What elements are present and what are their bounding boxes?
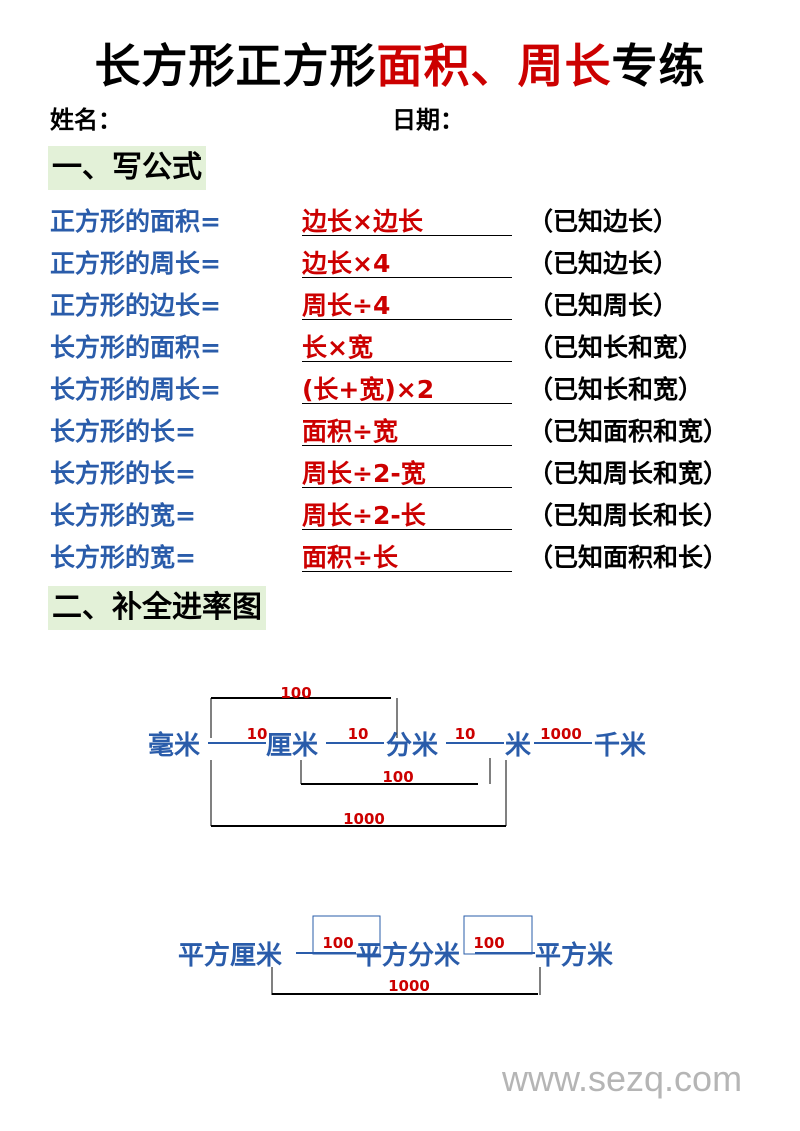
formula-note: （已知长和宽） — [528, 333, 704, 362]
formula-answer: 边长×4 — [302, 244, 512, 278]
formula-row: 长方形的周长= (长+宽)×2 （已知长和宽） — [50, 370, 770, 410]
rate-cm-dm: 10 — [348, 725, 369, 743]
formula-question: 正方形的面积= — [50, 207, 221, 236]
unit-mm: 毫米 — [148, 730, 200, 761]
formula-question: 长方形的长= — [50, 459, 196, 488]
formula-note: （已知边长） — [528, 249, 679, 278]
formula-question: 正方形的边长= — [50, 291, 221, 320]
formula-answer: 长×宽 — [302, 328, 512, 362]
formula-answer: 面积÷宽 — [302, 412, 512, 446]
formula-question: 长方形的长= — [50, 417, 196, 446]
section1-title: 一、写公式 — [48, 146, 206, 190]
formula-question: 长方形的宽= — [50, 501, 196, 530]
unit-sq-dm: 平方分米 — [356, 940, 460, 971]
formula-row: 正方形的周长= 边长×4 （已知边长） — [50, 244, 770, 284]
formula-note: （已知周长） — [528, 291, 679, 320]
unit-sq-cm: 平方厘米 — [178, 940, 282, 971]
formula-row: 正方形的面积= 边长×边长 （已知边长） — [50, 202, 770, 242]
span-mid-label: 100 — [382, 768, 413, 786]
name-label: 姓名： — [50, 106, 122, 134]
formula-answer: 周长÷4 — [302, 286, 512, 320]
formula-row: 长方形的面积= 长×宽 （已知长和宽） — [50, 328, 770, 368]
rate-dm-m: 10 — [455, 725, 476, 743]
rate-mm-cm: 10 — [247, 725, 268, 743]
unit-cm: 厘米 — [266, 731, 318, 761]
formula-row: 长方形的宽= 周长÷2-长 （已知周长和长） — [50, 496, 770, 536]
rate-sqcm-sqdm: 100 — [322, 934, 353, 952]
unit-dm: 分米 — [386, 731, 438, 761]
formula-note: （已知周长和长） — [528, 501, 729, 530]
area-rate-chart: 平方厘米 平方分米 平方米 100 100 1000 — [178, 915, 613, 995]
formula-question: 长方形的面积= — [50, 333, 221, 362]
formula-row: 长方形的长= 面积÷宽 （已知面积和宽） — [50, 412, 770, 452]
rate-sqdm-sqm: 100 — [473, 934, 504, 952]
formula-note: （已知边长） — [528, 207, 679, 236]
area-span-label: 1000 — [388, 977, 430, 995]
formula-note: （已知长和宽） — [528, 375, 704, 404]
span-bottom-label: 1000 — [343, 810, 385, 828]
formula-row: 长方形的长= 周长÷2-宽 （已知周长和宽） — [50, 454, 770, 494]
unit-m: 米 — [505, 731, 531, 761]
formula-question: 正方形的周长= — [50, 249, 221, 278]
section2-title: 二、补全进率图 — [48, 586, 266, 630]
length-rate-chart: 100 毫米 厘米 分米 米 千米 10 10 10 1000 100 1000 — [148, 684, 646, 828]
rate-m-km: 1000 — [540, 725, 582, 743]
date-label: 日期： — [392, 106, 464, 134]
watermark: www.sezq.com — [502, 1058, 743, 1099]
title-part1: 长方形正方形 — [94, 39, 377, 93]
formula-row: 长方形的宽= 面积÷长 （已知面积和长） — [50, 538, 770, 578]
formula-note: （已知周长和宽） — [528, 459, 729, 488]
unit-sq-m: 平方米 — [535, 940, 613, 971]
formula-answer: (长+宽)×2 — [302, 370, 512, 404]
title-part3: 专练 — [611, 39, 706, 93]
formula-note: （已知面积和宽） — [528, 417, 729, 446]
span-top-label: 100 — [280, 684, 311, 702]
formula-note: （已知面积和长） — [528, 543, 729, 572]
title-part2: 面积、周长 — [376, 39, 612, 93]
formula-question: 长方形的周长= — [50, 375, 221, 404]
formula-question: 长方形的宽= — [50, 543, 196, 572]
unit-km: 千米 — [594, 731, 646, 761]
formula-answer: 边长×边长 — [302, 202, 512, 236]
formula-answer: 周长÷2-长 — [302, 496, 512, 530]
formula-row: 正方形的边长= 周长÷4 （已知周长） — [50, 286, 770, 326]
page-title: 长方形正方形面积、周长专练 — [0, 30, 800, 96]
formula-answer: 面积÷长 — [302, 538, 512, 572]
formula-answer: 周长÷2-宽 — [302, 454, 512, 488]
